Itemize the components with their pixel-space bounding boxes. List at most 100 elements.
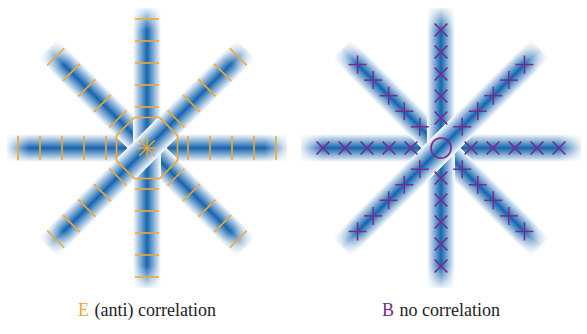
e-tick xyxy=(61,136,63,160)
b-cross xyxy=(435,90,448,103)
b-cross xyxy=(435,260,448,273)
b-cross xyxy=(339,142,352,155)
e-tick xyxy=(135,106,159,108)
e-tick xyxy=(135,62,159,64)
b-cross xyxy=(435,46,448,59)
mode-letter: B xyxy=(382,300,394,320)
e-tick xyxy=(105,136,107,160)
b-cross xyxy=(531,142,544,155)
e-tick xyxy=(187,136,189,160)
b-cross xyxy=(435,216,448,229)
e-tick xyxy=(63,215,80,232)
b-cross xyxy=(435,24,448,37)
b-cross xyxy=(469,184,487,186)
e-tick xyxy=(135,210,159,212)
e-tick xyxy=(135,254,159,256)
e-tick xyxy=(199,200,216,217)
field-bar xyxy=(7,134,287,162)
e-tick xyxy=(135,276,159,278)
b-cross xyxy=(435,68,448,81)
asterisk xyxy=(139,140,147,148)
b-cross xyxy=(435,216,448,229)
e-tick xyxy=(94,184,111,201)
e-tick xyxy=(135,232,159,234)
b-cross xyxy=(435,238,448,251)
b-cross xyxy=(435,68,448,81)
e-tick xyxy=(214,64,231,81)
b-cross xyxy=(435,172,448,185)
e-tick xyxy=(135,40,159,42)
caption-text: no correlation xyxy=(399,300,499,320)
b-cross xyxy=(388,191,390,209)
b-cross xyxy=(317,142,330,155)
e-tick xyxy=(39,136,41,160)
b-cross xyxy=(317,142,330,155)
mode-letter: E xyxy=(78,300,89,320)
e-tick xyxy=(168,169,185,186)
center-circle xyxy=(431,138,451,158)
b-cross xyxy=(477,102,479,120)
b-cross xyxy=(435,172,448,185)
e-tick xyxy=(135,84,159,86)
field-bar xyxy=(133,8,161,288)
caption-text: (anti) correlation xyxy=(94,300,215,320)
e-tick xyxy=(199,79,216,96)
b-cross xyxy=(435,194,448,207)
e-tick xyxy=(168,111,185,128)
b-cross xyxy=(493,87,495,105)
b-cross xyxy=(435,112,448,125)
asterisk xyxy=(136,147,147,148)
asterisk xyxy=(146,148,147,159)
e-tick xyxy=(94,95,111,112)
b-caption: Bno correlation xyxy=(382,300,500,321)
b-cross xyxy=(524,56,526,74)
b-cross xyxy=(515,231,533,233)
b-cross xyxy=(411,126,429,128)
asterisk xyxy=(147,147,158,148)
e-tick xyxy=(183,184,200,201)
b-cross xyxy=(435,90,448,103)
b-cross xyxy=(383,142,396,155)
e-tick xyxy=(110,169,127,186)
e-tick xyxy=(230,48,247,65)
e-mode-star xyxy=(7,8,287,288)
e-tick xyxy=(78,200,95,217)
b-cross xyxy=(484,200,502,202)
e-tick xyxy=(17,136,19,160)
b-cross xyxy=(509,142,522,155)
b-cross xyxy=(500,215,518,217)
e-tick xyxy=(209,136,211,160)
b-cross xyxy=(419,160,421,178)
asterisk xyxy=(147,140,155,148)
e-tick xyxy=(230,231,247,248)
e-tick xyxy=(47,48,64,65)
octagon xyxy=(117,118,178,179)
b-cross xyxy=(553,142,566,155)
field-bar xyxy=(38,39,256,257)
e-caption: E(anti) correlation xyxy=(78,300,216,321)
e-tick xyxy=(253,136,255,160)
asterisk xyxy=(139,148,147,156)
b-cross xyxy=(357,222,359,240)
e-tick xyxy=(135,188,159,190)
b-cross xyxy=(405,142,418,155)
b-cross xyxy=(435,112,448,125)
asterisk xyxy=(146,137,147,148)
b-cross xyxy=(465,142,478,155)
e-tick xyxy=(183,95,200,112)
b-cross xyxy=(508,71,510,89)
b-cross xyxy=(435,46,448,59)
asterisk xyxy=(147,148,155,156)
b-mode-star xyxy=(301,8,581,288)
b-cross xyxy=(435,260,448,273)
b-cross xyxy=(372,207,374,225)
b-cross xyxy=(435,194,448,207)
b-cross xyxy=(453,168,471,170)
b-cross xyxy=(509,142,522,155)
e-tick xyxy=(63,64,80,81)
b-cross xyxy=(487,142,500,155)
b-cross xyxy=(364,79,382,81)
b-cross xyxy=(465,142,478,155)
b-cross xyxy=(435,238,448,251)
